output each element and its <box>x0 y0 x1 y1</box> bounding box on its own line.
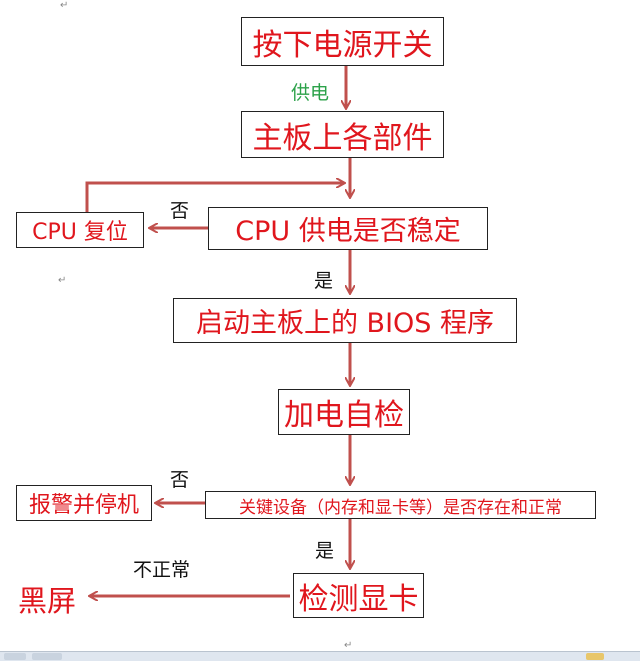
label-gpu-abnormal: 不正常 <box>133 559 191 581</box>
label-power: 供电 <box>291 82 330 104</box>
node-post: 加电自检 <box>278 389 410 435</box>
arrow-reset-loop <box>85 183 344 212</box>
node-power-on: 按下电源开关 <box>241 17 444 66</box>
paragraph-mark: ↵ <box>344 640 353 651</box>
node-device-check: 关键设备（内存和显卡等）是否存在和正常 <box>205 491 596 519</box>
node-bios: 启动主板上的 BIOS 程序 <box>173 298 517 343</box>
node-cpu-reset: CPU 复位 <box>16 212 144 248</box>
editor-status-bar <box>0 651 640 661</box>
node-board-parts: 主板上各部件 <box>241 111 444 158</box>
node-cpu-stable: CPU 供电是否稳定 <box>208 207 488 250</box>
status-tab[interactable] <box>32 653 62 660</box>
status-tab[interactable] <box>4 653 26 660</box>
node-gpu-detect: 检测显卡 <box>293 573 424 618</box>
label-device-yes: 是 <box>315 540 335 562</box>
paragraph-mark: ↵ <box>58 275 67 286</box>
node-alarm: 报警并停机 <box>16 485 152 521</box>
label-device-no: 否 <box>170 469 190 491</box>
paragraph-mark: ↵ <box>60 0 69 11</box>
label-cpu-yes: 是 <box>314 270 334 292</box>
label-cpu-no: 否 <box>170 200 190 222</box>
status-icon[interactable] <box>586 653 604 660</box>
node-black-screen: 黑屏 <box>18 584 77 618</box>
